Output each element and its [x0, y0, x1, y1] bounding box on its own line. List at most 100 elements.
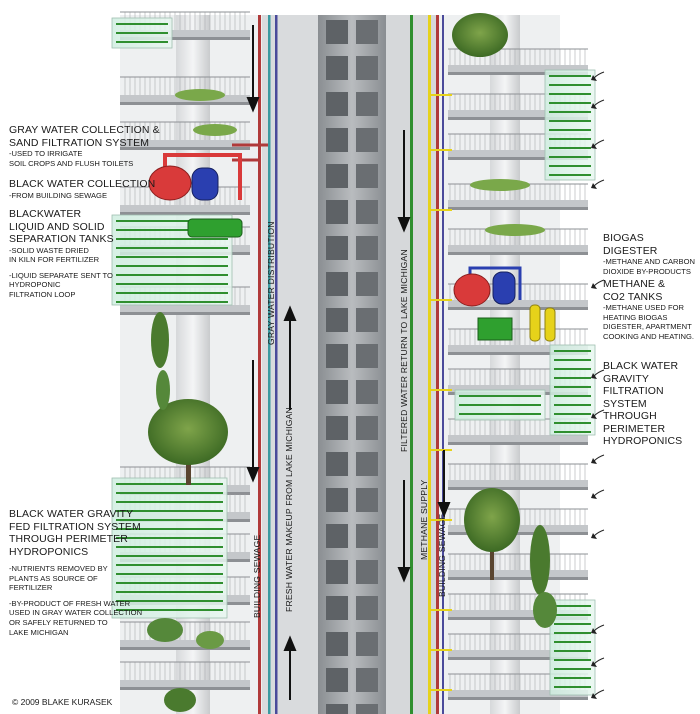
label-note-line: PLANTS AS SOURCE OF	[9, 573, 98, 583]
label-title-line: CO2 TANKS	[603, 290, 663, 303]
tank-blue-right	[492, 271, 516, 305]
airflow-arrow	[593, 624, 605, 632]
airflow-arrow	[593, 689, 605, 697]
airflow-arrow	[593, 279, 605, 287]
label-title-line: THROUGH PERIMETER	[9, 533, 128, 545]
label-title-line: METHANE &	[603, 278, 666, 290]
core-window	[326, 416, 348, 440]
floor-slab-right	[448, 150, 588, 157]
methane-tank-1	[529, 304, 541, 342]
arrow-down-filtered-return	[397, 130, 411, 233]
arrow-up-fresh-water	[283, 305, 297, 410]
label-note-line: SOIL CROPS AND FLUSH TOILETS	[9, 158, 134, 168]
label-title-line: BLACK WATER	[603, 360, 679, 372]
label-title-line: BIOGAS DIGESTER	[603, 232, 658, 257]
vine-left	[151, 312, 170, 410]
floor-slab-edge	[448, 697, 588, 700]
shrubs-bottom-left	[147, 618, 224, 712]
biogas-digester-tanks	[453, 266, 556, 342]
edge-airflow-arrows	[591, 71, 605, 699]
airflow-arrow	[593, 454, 605, 462]
floor-slab-edge	[448, 307, 588, 310]
core-window	[356, 416, 378, 440]
gray-water-branch	[232, 143, 268, 162]
floor-slab-right	[448, 690, 588, 697]
floor-slab-right	[448, 245, 588, 252]
core-window	[356, 632, 378, 656]
label-title-line: GRAY WATER COLLECTION &	[9, 124, 160, 136]
floor-slab-right	[448, 65, 588, 72]
core-window	[326, 632, 348, 656]
floor-slab-right	[448, 570, 588, 577]
label-black-water-gravity-fed: BLACK WATER GRAVITY FED FILTRATION SYSTE…	[9, 508, 142, 637]
core-window	[356, 488, 378, 512]
copyright-notice: © 2009 BLAKE KURASEK	[12, 697, 113, 707]
hydroponic-bay-right-mid	[549, 344, 596, 436]
label-methane-co2-tanks: METHANE & CO2 TANKS -METHANE USED FOR HE…	[603, 278, 694, 341]
label-title-line: BLACK WATER GRAVITY	[9, 508, 134, 520]
core-window	[326, 488, 348, 512]
core-window	[356, 380, 378, 404]
pipe-label-gray-water-distribution: GRAY WATER DISTRIBUTION	[266, 221, 276, 345]
core-window	[356, 344, 378, 368]
core-window	[326, 344, 348, 368]
floor-slab-edge	[448, 487, 588, 490]
arrow-down-filtered-return-lower	[397, 480, 411, 583]
core-window	[326, 704, 348, 714]
airflow-arrowhead	[591, 661, 597, 667]
airflow-arrow	[593, 71, 605, 79]
airflow-arrowhead	[591, 143, 597, 149]
vegetation	[147, 13, 557, 712]
airflow-arrow	[593, 369, 605, 377]
floor-slab-edge	[448, 352, 588, 355]
pipes	[232, 15, 452, 714]
floor-slabs	[120, 30, 588, 700]
label-note-line: FILTRATION LOOP	[9, 289, 76, 299]
label-note-line: IN KILN FOR FERTILIZER	[9, 255, 100, 265]
arrow-down-upper-left-shaft	[246, 25, 260, 113]
core-window	[326, 308, 348, 332]
airflow-arrow	[593, 489, 605, 497]
label-note-line: HEATING BIOGAS	[603, 312, 668, 322]
floor-slab-edge	[448, 442, 588, 445]
core-window	[326, 56, 348, 80]
core-window	[356, 236, 378, 260]
floor-slab-edge	[120, 102, 250, 105]
label-note-line: FERTILIZER	[9, 583, 53, 593]
label-note-line: -METHANE AND CARBON	[603, 257, 695, 266]
core-window	[326, 164, 348, 188]
label-title-line: PERIMETER	[603, 422, 666, 435]
core-window	[356, 20, 378, 44]
core-window	[356, 560, 378, 584]
airflow-arrow	[593, 529, 605, 537]
arrow-down-mid-left-shaft	[246, 360, 260, 483]
floor-slab-right	[448, 610, 588, 617]
tank-green-left	[187, 218, 243, 238]
core-window	[356, 128, 378, 152]
floor-slab-edge	[120, 312, 250, 315]
floor-slab-edge	[448, 577, 588, 580]
pipe-label-fresh-water-makeup: FRESH WATER MAKEUP FROM LAKE MICHIGAN	[284, 407, 294, 612]
floor-slab-right	[448, 345, 588, 352]
pipe-label-filtered-water-return: FILTERED WATER RETURN TO LAKE MICHIGAN	[399, 249, 409, 452]
label-title-line: SEPARATION TANKS	[9, 233, 114, 245]
floor-slab-edge	[448, 72, 588, 75]
floor-slab-edge	[448, 117, 588, 120]
label-note-line: -BY-PRODUCT OF FRESH WATER	[9, 598, 131, 608]
label-note-line: COOKING AND HEATING.	[603, 331, 694, 341]
label-black-water-collection: BLACK WATER COLLECTION -FROM BUILDING SE…	[9, 178, 155, 200]
label-note-line: DIGESTER, APARTMENT	[603, 322, 692, 332]
floor-slab-edge	[120, 647, 250, 650]
label-title-line: BLACKWATER	[9, 208, 82, 220]
core-window	[356, 200, 378, 224]
floor-slab-edge	[448, 617, 588, 620]
airflow-arrowhead	[591, 103, 597, 109]
tree-right-top	[452, 13, 508, 57]
planter-crops-left	[175, 89, 237, 136]
core-window	[356, 164, 378, 188]
gray-water-pipe	[268, 15, 271, 714]
airflow-arrowhead	[591, 183, 597, 189]
floor-slab-right	[448, 650, 588, 657]
core-window	[326, 524, 348, 548]
